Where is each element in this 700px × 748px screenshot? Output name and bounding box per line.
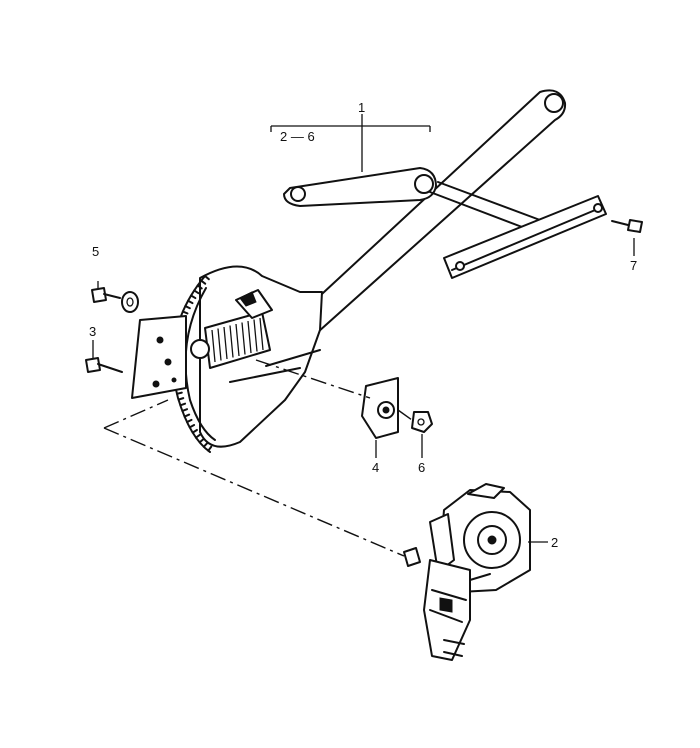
gear-tooth [202, 442, 209, 448]
gear-tooth [186, 418, 193, 424]
mounting-bracket [131, 315, 187, 399]
spring-hatch [253, 319, 258, 352]
gear-tooth [181, 408, 189, 412]
regulator-arm-assembly [283, 89, 567, 336]
toothed-sector-plate [171, 265, 323, 453]
bolt-3 [85, 340, 123, 373]
spring-hatch [223, 326, 228, 360]
callout-2: 2 [551, 535, 558, 550]
spring-hatch [217, 328, 222, 361]
bolt-5 [91, 281, 121, 303]
gear-tooth [194, 433, 202, 439]
spring-hatch [259, 317, 264, 351]
screw-7 [611, 219, 643, 233]
callout-7: 7 [630, 258, 637, 273]
gear-tooth [196, 284, 203, 290]
gear-tooth [207, 445, 213, 452]
gear-tooth [204, 275, 210, 281]
gear-tooth [175, 391, 183, 395]
spacer [403, 547, 421, 567]
callout-5: 5 [92, 244, 99, 259]
gear-tooth [188, 424, 196, 429]
gear-tooth [184, 305, 191, 310]
gear-tooth [190, 294, 197, 300]
gear-tooth [177, 397, 185, 401]
gear-tooth [200, 279, 207, 285]
spring-hatch [247, 320, 252, 354]
gear-tooth [191, 428, 198, 434]
spring-hatch [235, 323, 240, 357]
adapter-plate-4 [361, 377, 399, 439]
callout-6: 6 [418, 460, 425, 475]
gear-tooth [187, 299, 194, 305]
nut-6 [411, 411, 433, 433]
callout-4: 4 [372, 460, 379, 475]
washer [121, 291, 139, 313]
gear-tooth [181, 310, 189, 315]
gear-tooth [193, 289, 200, 295]
reference-lines [103, 359, 413, 557]
gear-tooth [183, 413, 191, 418]
spring-hatch [211, 329, 216, 363]
spring-hatch [241, 322, 246, 355]
window-motor-2 [423, 483, 531, 661]
spring-hatch [229, 325, 234, 358]
gear-tooth [179, 402, 187, 407]
guide-rail [443, 195, 607, 279]
callout-1: 1 [358, 100, 365, 115]
callout-3: 3 [89, 324, 96, 339]
gear-tooth [198, 438, 205, 444]
callout-2-6: 2 — 6 [280, 129, 315, 144]
callout-leaders [270, 114, 635, 543]
